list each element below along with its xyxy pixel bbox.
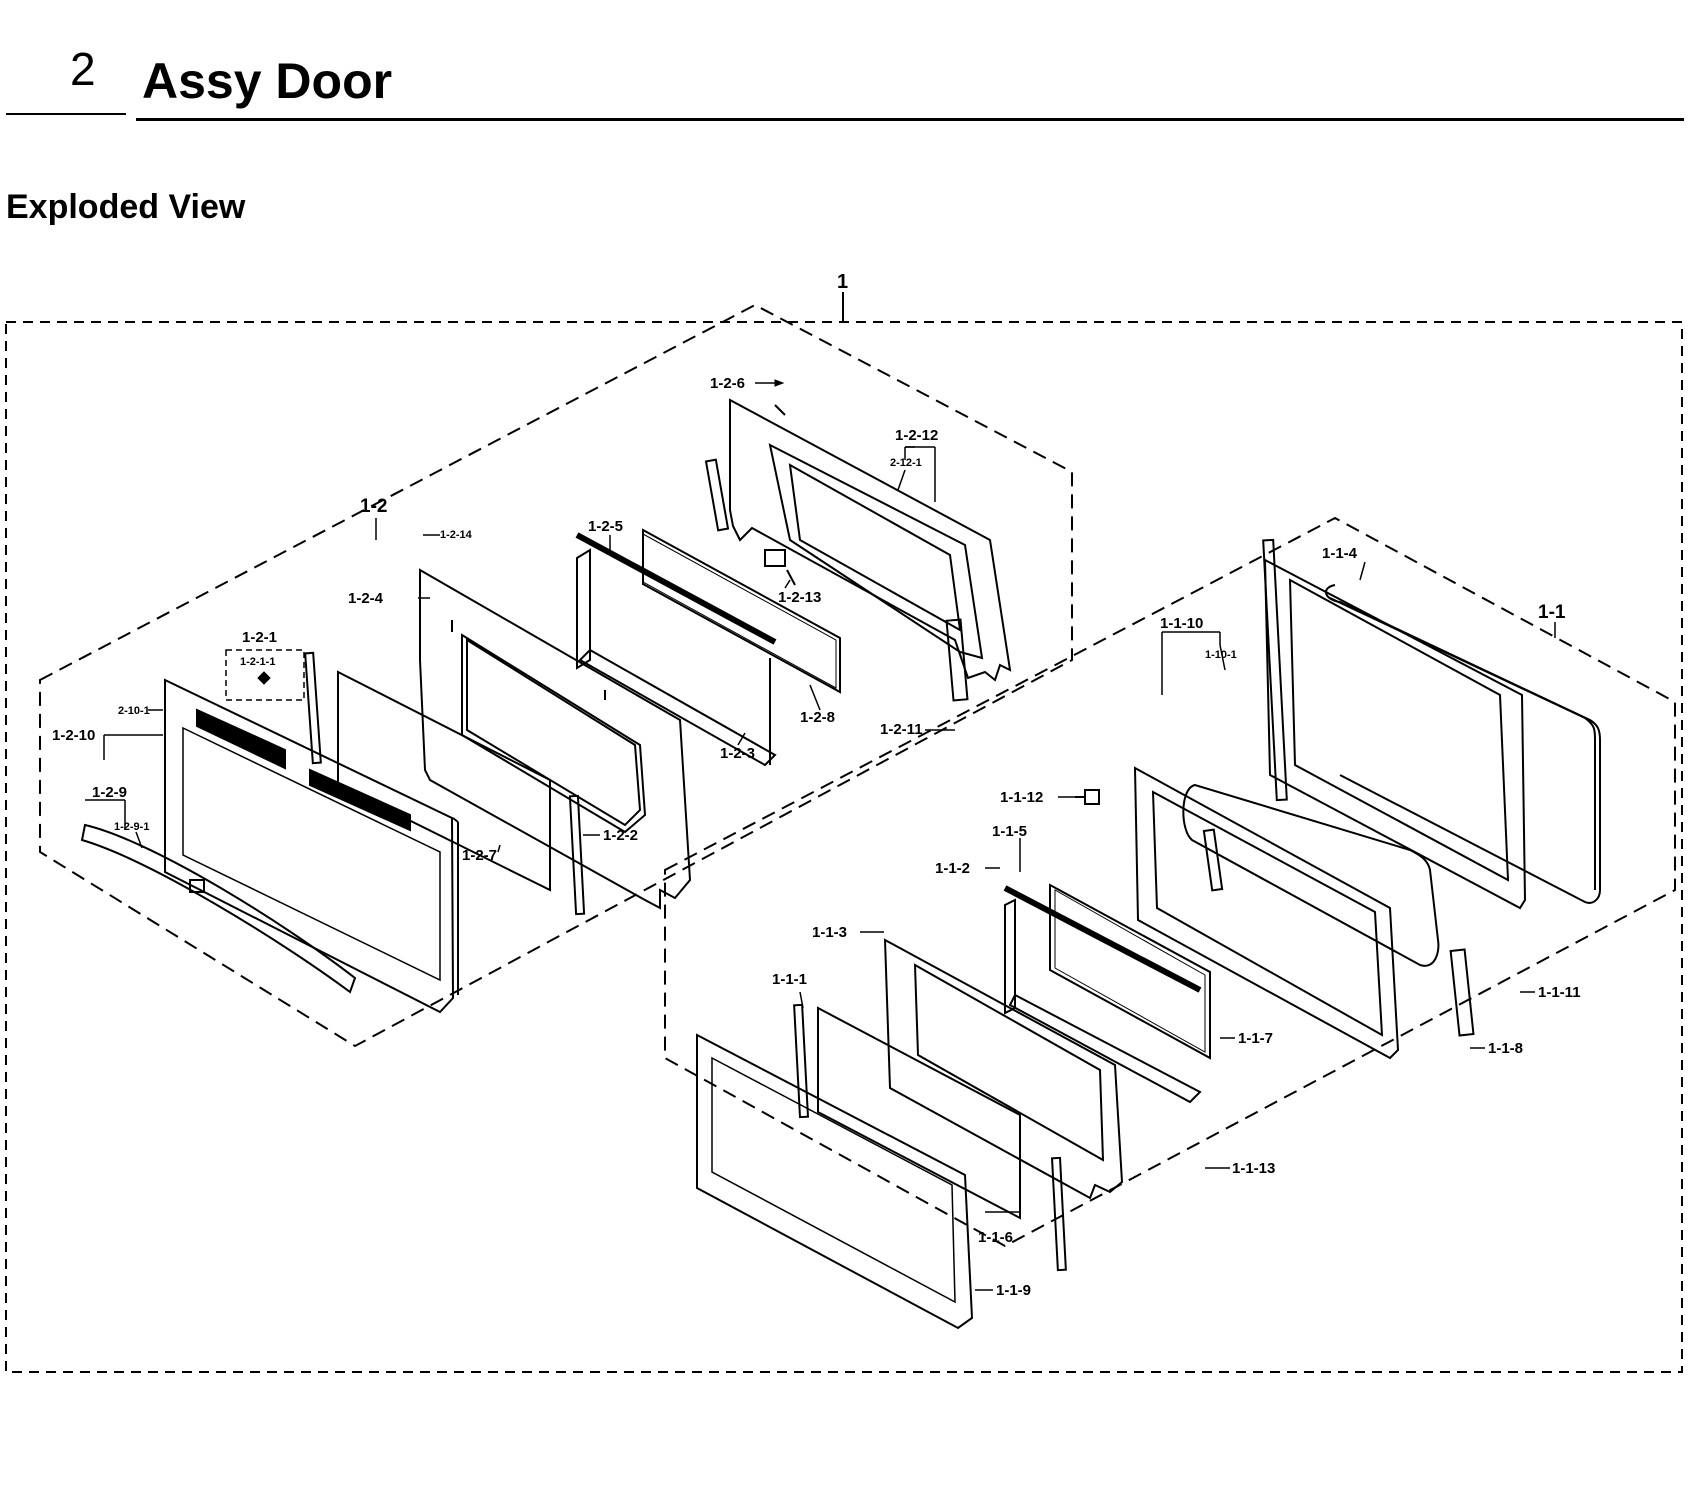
label-1-1-2: 1-1-2 bbox=[935, 860, 970, 877]
label-1-1-9: 1-1-9 bbox=[996, 1282, 1031, 1299]
label-1-2-9-1: 1-2-9-1 bbox=[114, 821, 149, 833]
label-outer-door: 1-2 bbox=[360, 496, 387, 517]
inner-door-group: 1-1 bbox=[664, 516, 1676, 1248]
outer-rear-frame bbox=[704, 398, 1012, 702]
label-inner-door: 1-1 bbox=[1538, 602, 1566, 623]
label-1-1-3: 1-1-3 bbox=[812, 924, 847, 941]
inner-rear-frame bbox=[1262, 538, 1527, 910]
label-1-1-7: 1-1-7 bbox=[1238, 1030, 1273, 1047]
label-1-2-11: 1-2-11 bbox=[880, 721, 923, 738]
label-1-2-4: 1-2-4 bbox=[348, 590, 384, 607]
outer-glass-panel-1-2-8 bbox=[642, 528, 841, 694]
label-1-1-13: 1-1-13 bbox=[1232, 1160, 1275, 1177]
subheading-exploded-view: Exploded View bbox=[6, 188, 246, 226]
inner-leader-lines bbox=[799, 561, 1535, 1291]
label-1-2-1: 1-2-1 bbox=[242, 629, 277, 646]
outer-side-bracket-right bbox=[568, 794, 586, 916]
page-header: 2 Assy Door bbox=[0, 0, 1694, 130]
inner-glass-panel-1-1-7 bbox=[1049, 883, 1211, 1060]
label-1-1-11: 1-1-11 bbox=[1538, 984, 1581, 1001]
label-1-1-8: 1-1-8 bbox=[1488, 1040, 1523, 1057]
outer-hinge-bracket bbox=[764, 549, 796, 586]
label-1-1-4: 1-1-4 bbox=[1322, 545, 1358, 562]
inner-side-bracket-left bbox=[793, 1003, 810, 1119]
label-1-2-9: 1-2-9 bbox=[92, 784, 127, 801]
label-1-2-1-1: 1-2-1-1 bbox=[240, 656, 275, 668]
label-2-10-1: 2-10-1 bbox=[118, 705, 150, 717]
inner-glass-panel-1-1-6 bbox=[817, 1006, 1021, 1220]
inner-gasket bbox=[1325, 584, 1601, 904]
label-1-2-13: 1-2-13 bbox=[778, 589, 821, 606]
label-1-2-5: 1-2-5 bbox=[588, 518, 623, 535]
label-1-2-2: 1-2-2 bbox=[603, 827, 638, 844]
inner-seal-ring bbox=[1182, 783, 1440, 967]
inner-clip-1-1-12 bbox=[1075, 789, 1100, 805]
label-1-10-1: 1-10-1 bbox=[1205, 649, 1237, 661]
inner-side-bracket-right bbox=[1050, 1156, 1067, 1272]
assembly-boundary: 1 bbox=[5, 271, 1683, 1373]
label-1-2-14: 1-2-14 bbox=[440, 529, 473, 541]
label-1-2-6: 1-2-6 bbox=[710, 375, 745, 392]
label-1-2-8: 1-2-8 bbox=[800, 709, 835, 726]
outer-inner-frame-1-2-4 bbox=[419, 568, 692, 910]
outer-front-panel bbox=[164, 678, 459, 1014]
inner-sub-frame-1-1-3 bbox=[883, 938, 1124, 1200]
label-1-2-10: 1-2-10 bbox=[52, 727, 95, 744]
label-1-1-12: 1-1-12 bbox=[1000, 789, 1043, 806]
outer-clip-callout-box bbox=[225, 649, 305, 701]
outer-screw-1-2-6 bbox=[755, 379, 785, 387]
outer-side-bracket-left bbox=[304, 651, 322, 765]
section-title: Assy Door bbox=[142, 53, 393, 109]
label-1-2-7: 1-2-7 bbox=[462, 847, 497, 864]
header-rule-right bbox=[136, 118, 1684, 121]
inner-front-frame bbox=[696, 1033, 974, 1330]
label-1-1-1: 1-1-1 bbox=[772, 971, 807, 988]
section-number: 2 bbox=[70, 43, 96, 95]
header-rule-left bbox=[6, 113, 126, 115]
label-1-2-12: 1-2-12 bbox=[895, 427, 938, 444]
label-assembly-top: 1 bbox=[837, 271, 848, 293]
outer-door-handle bbox=[80, 823, 357, 994]
label-1-1-6: 1-1-6 bbox=[978, 1229, 1013, 1246]
label-1-1-5: 1-1-5 bbox=[992, 823, 1027, 840]
label-1-2-3: 1-2-3 bbox=[720, 745, 755, 762]
exploded-view-diagram: 1 1-2 1-1 bbox=[5, 271, 1683, 1373]
inner-main-frame bbox=[1133, 766, 1475, 1060]
outer-door-group: 1-2 bbox=[39, 303, 1073, 1048]
outer-leader-lines bbox=[85, 446, 955, 853]
outer-glass-panel-1-2-7 bbox=[337, 670, 551, 892]
outer-glass-seal-1-2-5 bbox=[575, 532, 777, 767]
label-2-12-1: 2-12-1 bbox=[890, 457, 922, 469]
inner-glass-seal-1-1-5 bbox=[1003, 885, 1202, 1104]
label-1-1-10: 1-1-10 bbox=[1160, 615, 1203, 632]
